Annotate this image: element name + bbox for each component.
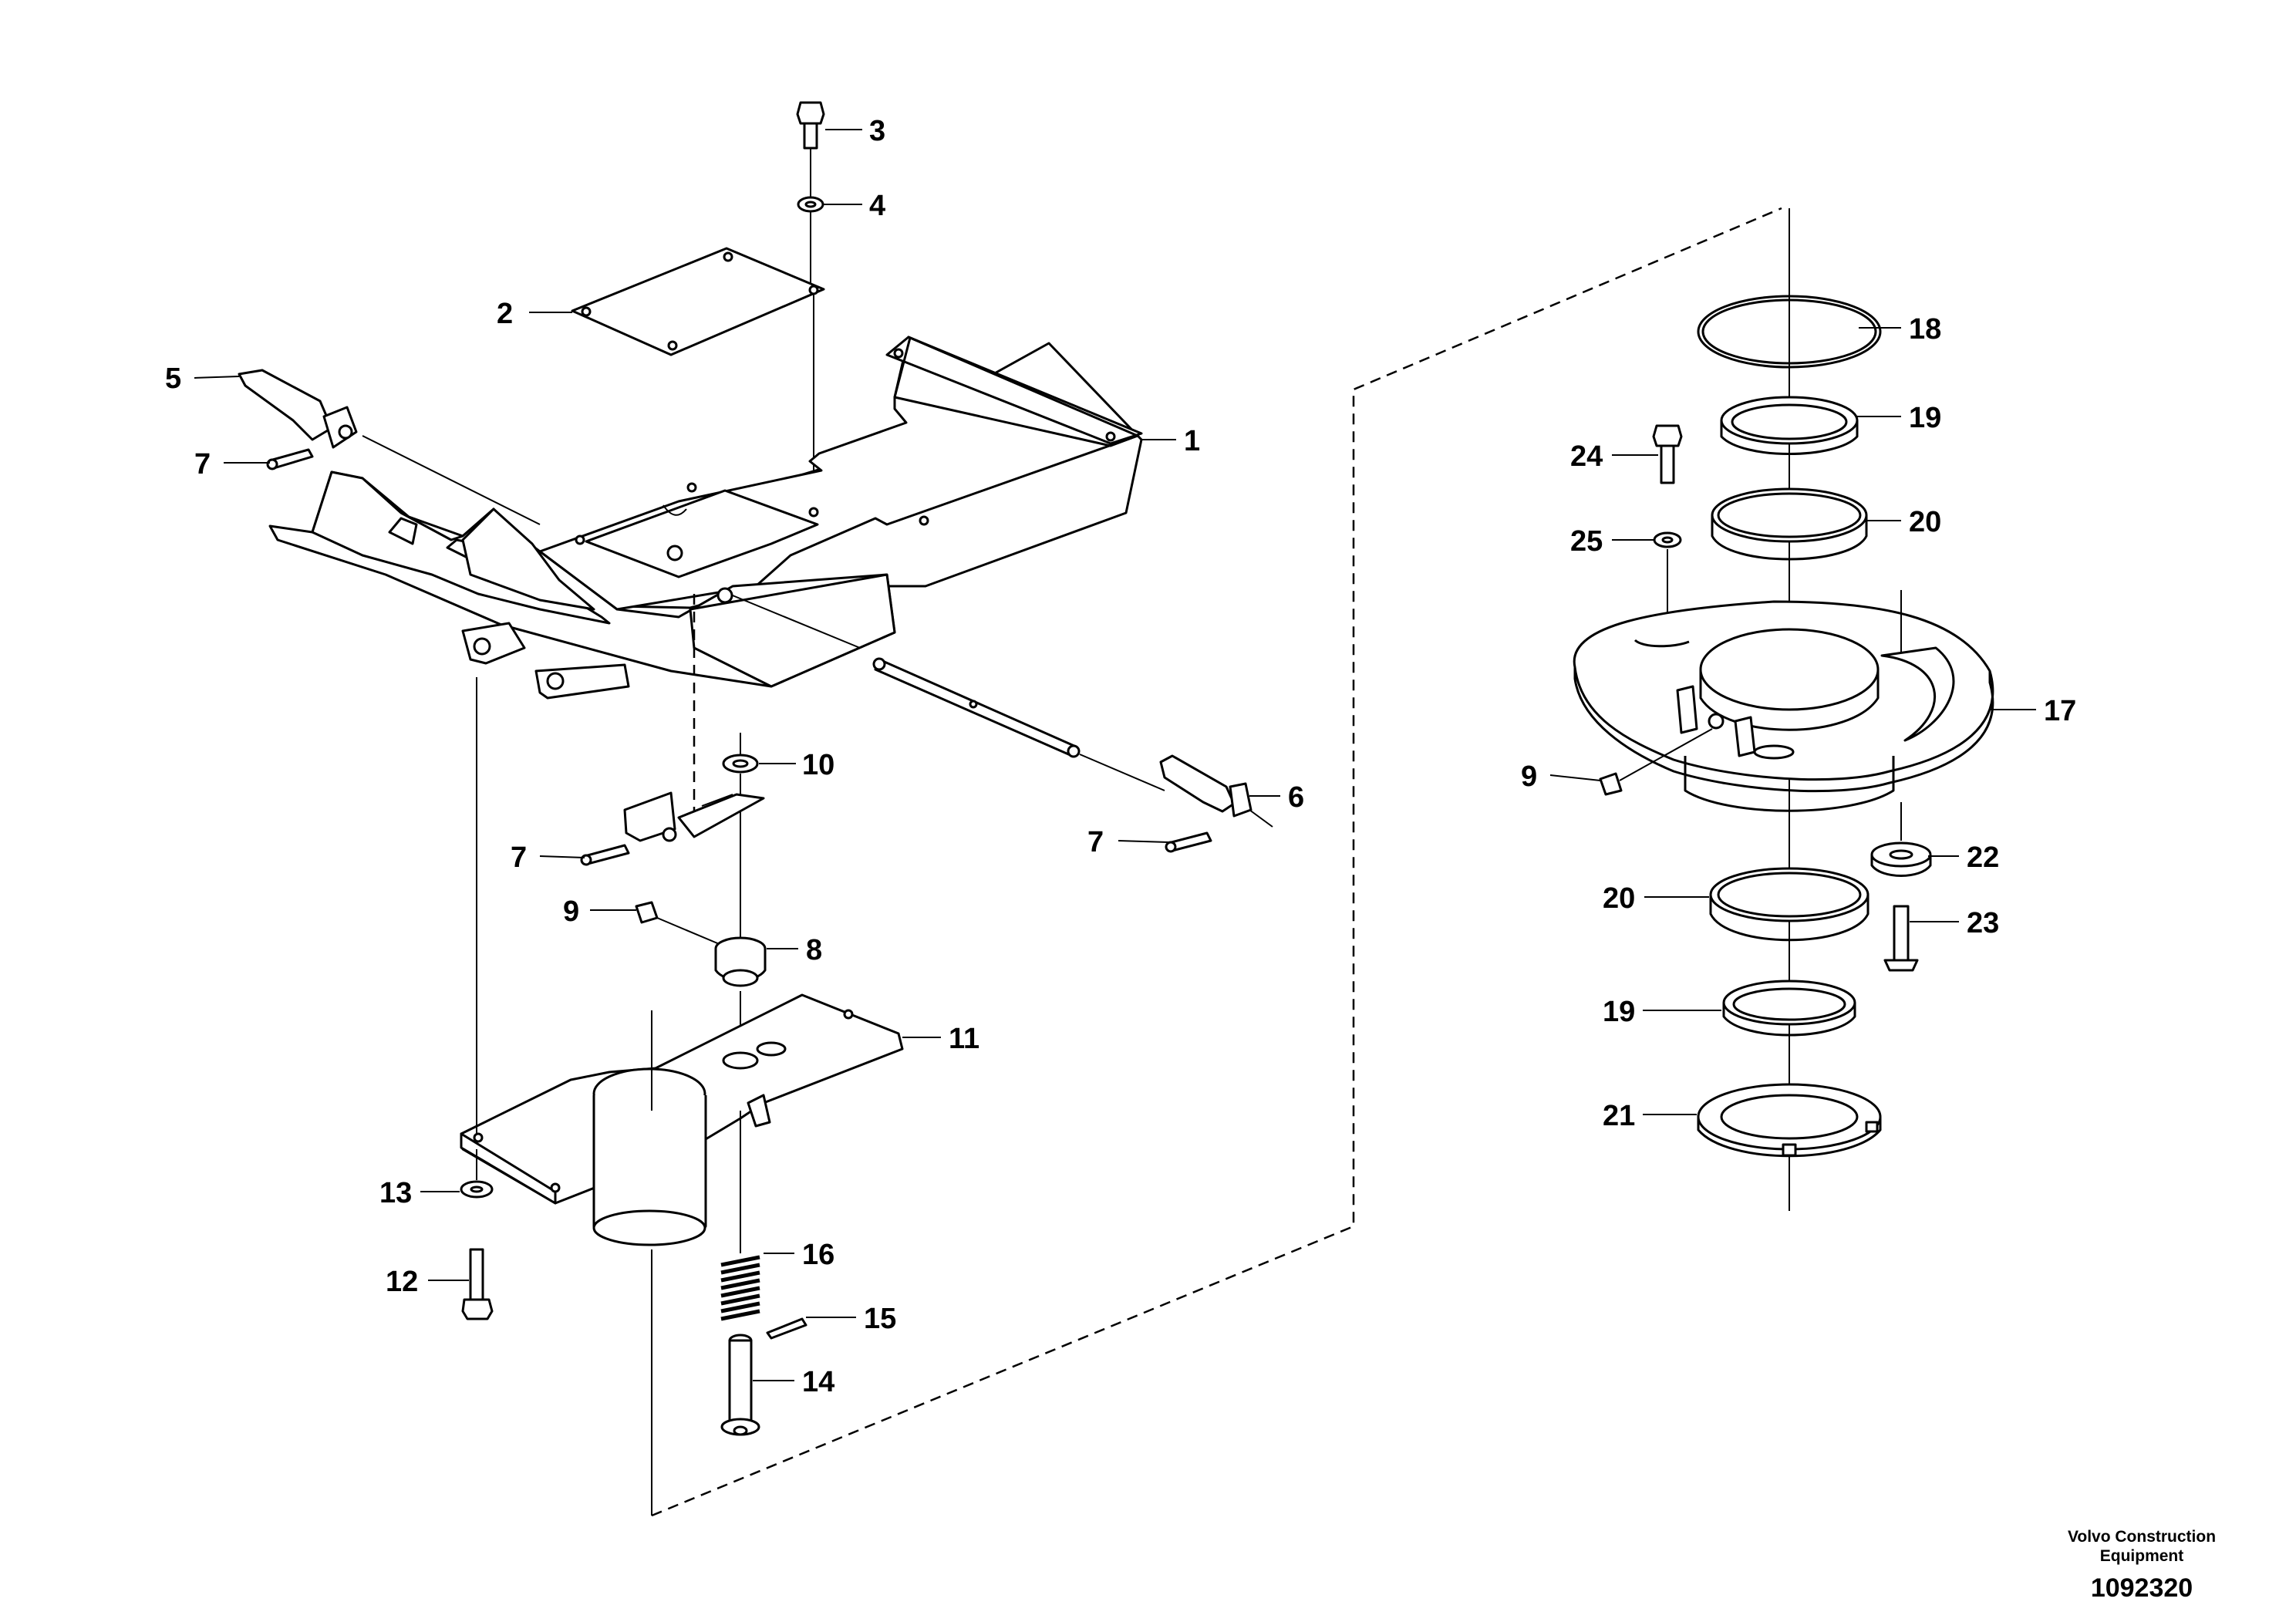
part-7-pin-right: [1165, 831, 1212, 853]
callout-22: 22: [1967, 841, 1999, 874]
part-17-swivel-plate: [1573, 590, 1994, 812]
part-18-o-ring: [1697, 295, 1882, 369]
callout-13: 13: [379, 1177, 412, 1209]
part-20-ring-lower: [1709, 867, 1870, 942]
part-link-bracket: [623, 791, 765, 842]
callout-7-left: 7: [194, 448, 211, 481]
part-20-ring-upper: [1711, 487, 1868, 561]
callout-25: 25: [1570, 525, 1603, 558]
part-8-bushing: [714, 936, 767, 1057]
part-4-washer: [797, 196, 824, 287]
part-7-pin-middle: [580, 844, 630, 866]
callout-4: 4: [869, 190, 885, 222]
footer-company-line2: Equipment: [2099, 1547, 2184, 1565]
callout-12: 12: [386, 1266, 418, 1298]
callout-3: 3: [869, 115, 885, 147]
callout-8: 8: [806, 934, 822, 966]
callout-11: 11: [949, 1023, 979, 1055]
part-22-rubber-stop: [1870, 802, 1932, 877]
callout-16: 16: [802, 1239, 834, 1271]
part-1-floor-plate: [538, 336, 1143, 611]
callout-19-lower: 19: [1603, 996, 1635, 1028]
part-16-spring: [720, 1111, 760, 1321]
callout-19-upper: 19: [1909, 402, 1941, 434]
callout-10: 10: [802, 749, 834, 781]
part-2-cover-plate: [571, 247, 825, 509]
footer-company-line1: Volvo Construction: [2067, 1528, 2217, 1546]
part-1-pedal-housing: [268, 470, 896, 700]
leader-lines: [194, 129, 2036, 1381]
part-19-bearing-upper: [1720, 396, 1859, 455]
part-15-cotter-pin: [766, 1317, 807, 1340]
callout-labels: 3 4 2 5 1 7 6 7 10 7 9 8 11 13 12 16 15 …: [165, 115, 2076, 1398]
footer-company: Volvo Construction Equipment: [2041, 1527, 2242, 1566]
part-24-bolt: [1652, 424, 1683, 484]
callout-14: 14: [802, 1366, 834, 1398]
part-13-washer: [460, 677, 494, 1199]
dashed-connection-frame: [651, 207, 1782, 1517]
callout-20-lower: 20: [1603, 882, 1635, 915]
part-9-grease-nipple-left: [635, 901, 722, 946]
callout-18: 18: [1909, 313, 1941, 346]
callout-1: 1: [1184, 425, 1200, 457]
callout-17: 17: [2044, 695, 2076, 727]
part-10-washer: [722, 733, 759, 941]
callout-21: 21: [1603, 1100, 1635, 1132]
footer-document-number: 1092320: [2090, 1573, 2193, 1603]
part-3-bolt: [796, 101, 825, 197]
part-19-bearing-lower: [1722, 980, 1856, 1037]
part-6-pedal-rod: [716, 587, 1273, 828]
callout-24: 24: [1570, 440, 1603, 473]
callout-2: 2: [497, 298, 513, 330]
part-5-pedal: [238, 369, 541, 525]
callout-23: 23: [1967, 907, 1999, 939]
part-14-pin: [720, 1334, 760, 1436]
part-7-pin-left: [266, 448, 314, 470]
callout-9-left: 9: [563, 895, 579, 928]
part-11-base-plate: [460, 993, 904, 1516]
part-12-bolt: [461, 1248, 494, 1320]
part-9-grease-nipple-right: [1599, 728, 1713, 796]
callout-20-upper: 20: [1909, 506, 1941, 538]
part-23-screw: [1883, 905, 1919, 972]
callout-9-right: 9: [1521, 760, 1537, 793]
callout-7-middle: 7: [511, 841, 527, 874]
callout-6: 6: [1288, 781, 1304, 814]
callout-7-right: 7: [1087, 826, 1104, 858]
callout-5: 5: [165, 363, 181, 395]
callout-15: 15: [864, 1303, 896, 1335]
part-21-slotted-nut: [1697, 1083, 1882, 1158]
